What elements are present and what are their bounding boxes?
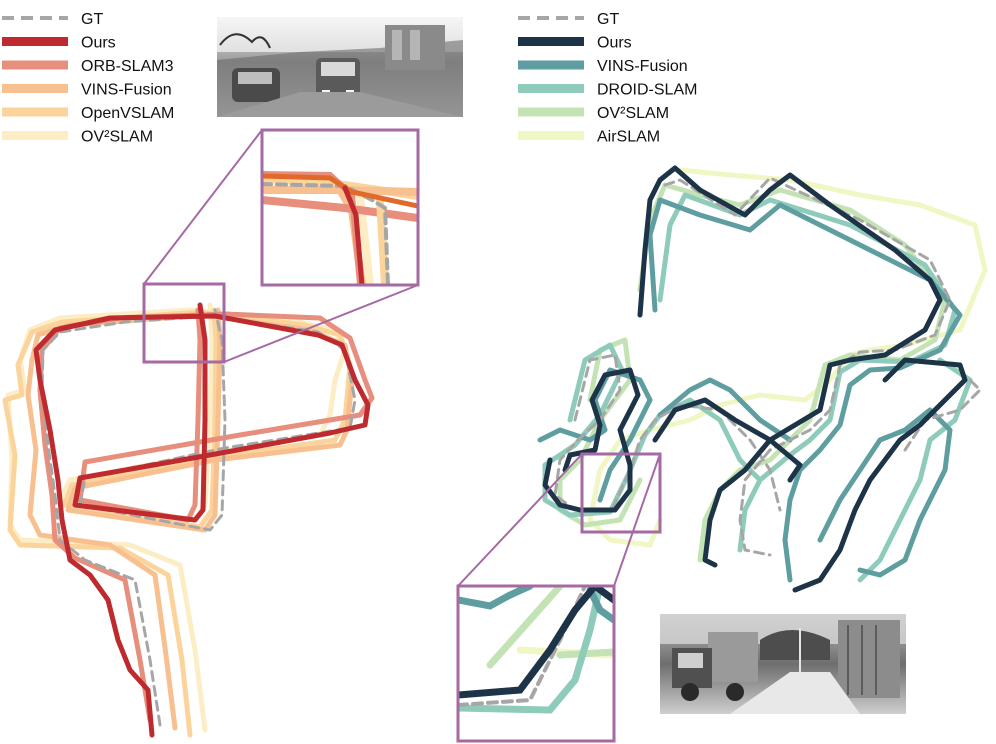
thermal-truck-photo xyxy=(660,614,906,714)
legend-label-4: OV²SLAM xyxy=(597,105,669,122)
legend-label-5: AirSLAM xyxy=(597,129,660,146)
right-trajectories xyxy=(537,165,988,593)
ours-trajectory-left xyxy=(33,302,371,738)
ours-trajectory-right xyxy=(542,165,968,593)
legend-label-3: DROID-SLAM xyxy=(597,82,697,99)
zoom-region-right xyxy=(457,452,662,587)
zoom-region-left xyxy=(142,129,419,364)
vins-fusion-trajectory-right xyxy=(537,197,963,583)
left-trajectories xyxy=(2,302,375,738)
thermal-street-photo xyxy=(217,17,463,117)
legend-label-5: OV²SLAM xyxy=(81,129,153,146)
legend-label-2: VINS-Fusion xyxy=(597,58,688,75)
legend-label-1: Ours xyxy=(81,35,116,52)
legend-label-1: Ours xyxy=(597,35,632,52)
airslam-trajectory-right xyxy=(587,167,988,548)
legend-label-4: OpenVSLAM xyxy=(81,105,174,122)
zoom-inset-right xyxy=(456,584,616,743)
zoom-inset-left xyxy=(260,128,420,287)
legend-label-0: GT xyxy=(597,11,619,28)
legend-label-3: VINS-Fusion xyxy=(81,82,172,99)
legend-label-2: ORB-SLAM3 xyxy=(81,58,174,75)
legend-label-0: GT xyxy=(81,11,103,28)
